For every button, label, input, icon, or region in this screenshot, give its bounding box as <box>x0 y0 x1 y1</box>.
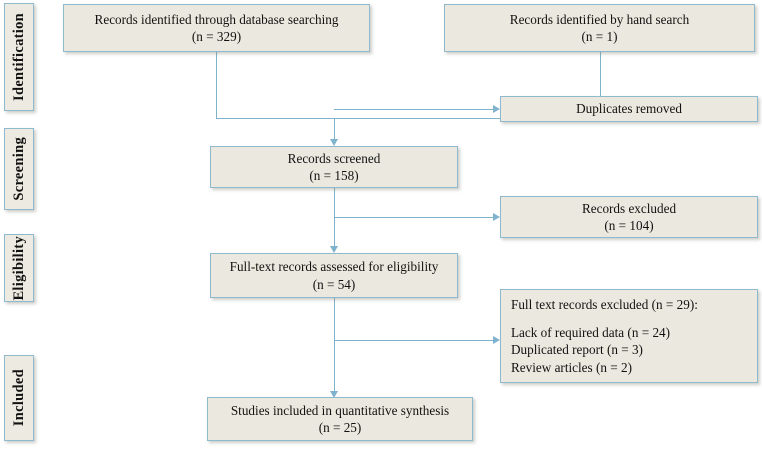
box-fulltext-assessed-eligibility: Full-text records assessed for eligibili… <box>210 253 458 298</box>
box-fulltext-excluded-heading: Full text records excluded (n = 29): <box>511 297 698 312</box>
box-studies-included-line1: Studies included in quantitative synthes… <box>230 402 450 418</box>
phase-label-identification: Identification <box>4 3 34 111</box>
box-records-identified-hand-search-line1: Records identified by hand search <box>509 11 690 27</box>
box-studies-included-count: (n = 25) <box>318 420 362 435</box>
box-records-screened: Records screened (n = 158) <box>210 146 458 188</box>
box-duplicates-removed: Duplicates removed <box>500 96 758 122</box>
connector-merge-bus <box>216 118 601 119</box>
phase-label-identification-text: Identification <box>10 13 27 101</box>
box-records-identified-database-line1: Records identified through database sear… <box>94 11 339 27</box>
box-records-excluded-count: (n = 104) <box>604 218 654 233</box>
box-records-identified-hand-search-count: (n = 1) <box>581 29 618 44</box>
connector-hand-to-bus <box>600 52 601 118</box>
connector-database-to-bus <box>216 52 217 118</box>
arrow-into-records-excluded <box>493 213 500 221</box>
connector-to-fulltext-excluded <box>334 340 496 341</box>
box-records-screened-count: (n = 158) <box>309 168 359 183</box>
box-fulltext-excluded-reason-1: Lack of required data (n = 24) <box>511 324 671 340</box>
connector-to-duplicates <box>334 109 496 110</box>
box-fulltext-excluded: Full text records excluded (n = 29): Lac… <box>500 289 758 383</box>
arrow-into-records-screened <box>330 139 338 146</box>
phase-label-included: Included <box>4 355 34 441</box>
box-fulltext-excluded-reason-2: Duplicated report (n = 3) <box>511 342 643 358</box>
box-studies-included-quantitative-synthesis: Studies included in quantitative synthes… <box>207 397 473 441</box>
box-fulltext-assessed-eligibility-line1: Full-text records assessed for eligibili… <box>229 259 439 275</box>
connector-fulltext-to-included <box>334 298 335 391</box>
arrow-into-duplicates-removed <box>493 105 500 113</box>
box-duplicates-removed-line1: Duplicates removed <box>576 101 682 117</box>
box-records-identified-database: Records identified through database sear… <box>63 4 370 52</box>
arrow-into-studies-included <box>330 391 338 398</box>
connector-to-records-excluded <box>334 217 496 218</box>
phase-label-screening-text: Screening <box>10 137 27 201</box>
box-records-identified-hand-search: Records identified by hand search (n = 1… <box>444 4 755 52</box>
phase-label-eligibility-text: Eligibility <box>10 235 27 301</box>
box-records-identified-database-count: (n = 329) <box>191 29 242 44</box>
connector-trunk-to-screened <box>334 118 335 139</box>
arrow-into-fulltext-assessed <box>330 246 338 253</box>
phase-label-included-text: Included <box>10 369 27 427</box>
arrow-into-fulltext-excluded <box>493 336 500 344</box>
box-records-excluded: Records excluded (n = 104) <box>500 196 758 238</box>
phase-label-screening: Screening <box>4 128 34 210</box>
phase-label-eligibility: Eligibility <box>4 234 34 302</box>
box-fulltext-assessed-eligibility-count: (n = 54) <box>312 276 356 292</box>
box-fulltext-excluded-reason-3: Review articles (n = 2) <box>511 359 632 375</box>
box-records-screened-line1: Records screened <box>287 150 381 166</box>
box-records-excluded-line1: Records excluded <box>581 200 677 216</box>
